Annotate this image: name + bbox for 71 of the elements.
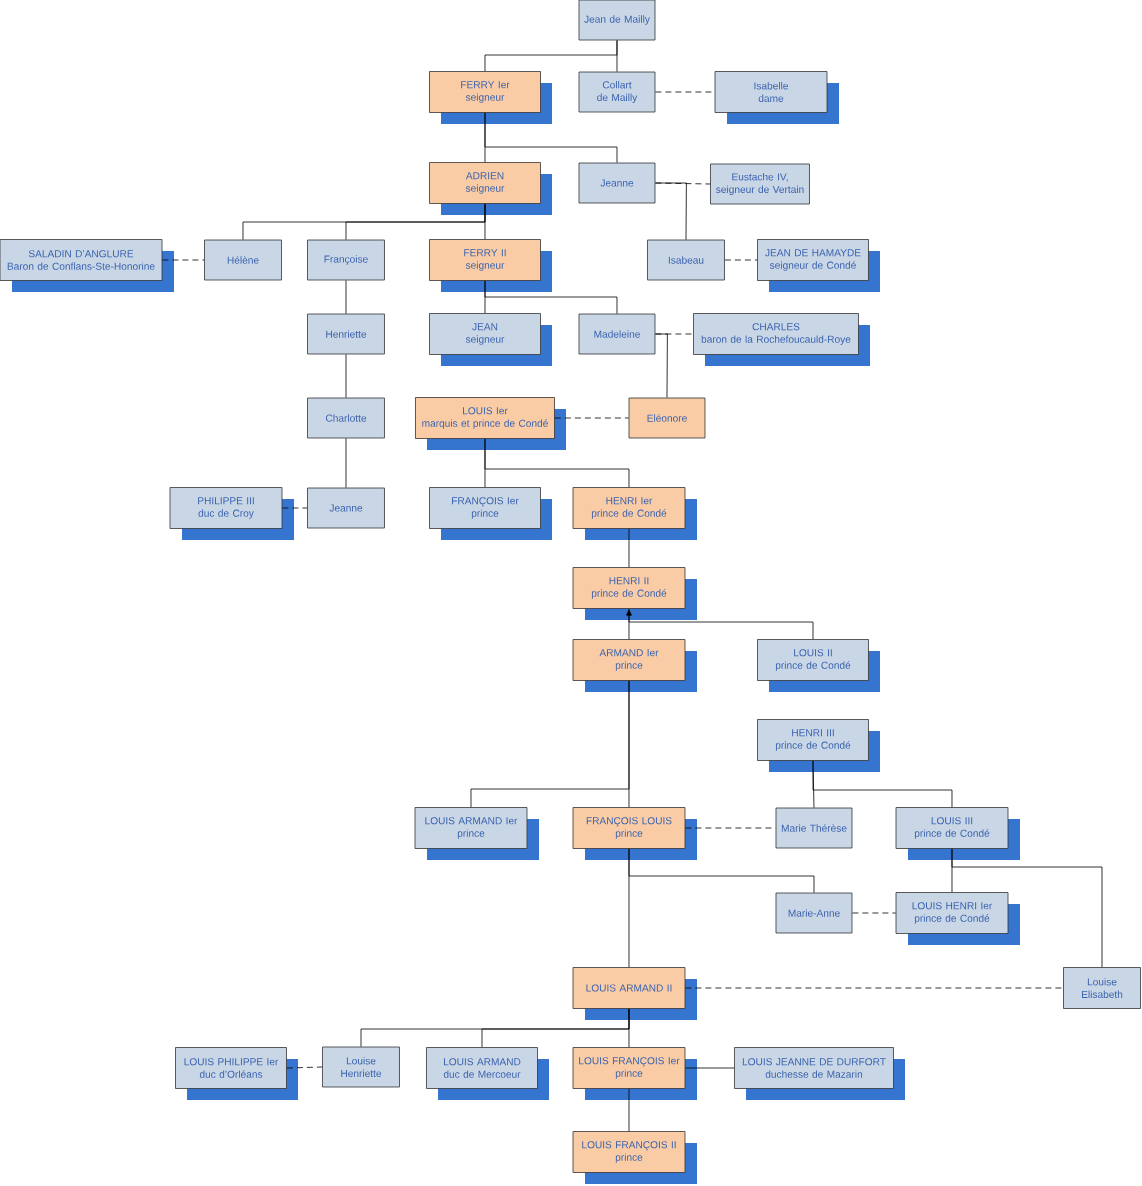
person-box: Hélène xyxy=(204,239,282,281)
person-box: Isabeau xyxy=(647,239,725,281)
person-box: Eustache IV, seigneur de Vertain xyxy=(710,163,810,205)
connector-line xyxy=(628,528,630,568)
person-box: Henriette xyxy=(307,313,385,355)
dashed-connector xyxy=(655,91,715,93)
person-box: Jeanne xyxy=(578,162,656,204)
person-box: Charlotte xyxy=(307,397,385,439)
person-box: HENRI II prince de Condé xyxy=(572,567,697,620)
person-box: Louise Elisabeth xyxy=(1063,967,1141,1009)
person-box: ADRIEN seigneur xyxy=(429,162,552,215)
person-box: Jean de Mailly xyxy=(578,0,656,41)
person-box: Madeleine xyxy=(578,313,656,355)
person-box: LOUIS JEANNE DE DURFORT duchesse de Mazarin xyxy=(734,1047,905,1100)
person-box: LOUIS ARMAND II xyxy=(572,967,697,1020)
dashed-connector xyxy=(554,417,629,419)
connector-line xyxy=(484,280,618,314)
person-box: Marie-Anne xyxy=(775,892,853,934)
person-box: LOUIS FRANÇOIS Ier prince xyxy=(572,1047,697,1100)
connector-line xyxy=(628,680,630,808)
person-box: LOUIS FRANÇOIS II prince xyxy=(572,1131,697,1184)
person-box: Marie Thérèse xyxy=(775,807,853,849)
connector-line xyxy=(345,280,347,314)
connector-line xyxy=(628,1088,630,1132)
person-box: LOUIS Ier marquis et prince de Condé xyxy=(415,397,566,450)
person-box: FRANÇOIS LOUIS prince xyxy=(572,807,697,860)
person-box: Françoise xyxy=(307,239,385,281)
person-box: LOUIS II prince de Condé xyxy=(757,639,880,692)
person-box: JEAN seigneur xyxy=(429,313,552,366)
person-box: Jeanne xyxy=(307,487,385,529)
person-box: LOUIS PHILIPPE Ier duc d’Orléans xyxy=(175,1047,298,1100)
person-box: Louise Henriette xyxy=(322,1046,400,1088)
dashed-connector xyxy=(685,987,1064,989)
connector-line xyxy=(628,1008,630,1048)
person-box: Isabelle dame xyxy=(714,71,839,124)
connector-line xyxy=(484,438,630,488)
connector-line xyxy=(484,112,618,163)
dashed-connector xyxy=(286,1066,323,1069)
person-box: Eléonore xyxy=(628,397,706,439)
person-box: LOUIS HENRI Ier prince de Condé xyxy=(895,892,1020,945)
dashed-connector xyxy=(724,259,758,261)
person-box: LOUIS ARMAND duc de Mercoeur xyxy=(426,1047,549,1100)
connector-line xyxy=(616,40,618,72)
dashed-connector xyxy=(282,507,308,509)
person-box: FERRY Ier seigneur xyxy=(429,71,552,124)
person-box: HENRI III prince de Condé xyxy=(757,719,880,772)
person-box: PHILIPPE III duc de Croy xyxy=(169,487,294,540)
person-box: SALADIN D’ANGLURE Baron de Conflans-Ste-Honorine xyxy=(0,239,174,292)
person-box: HENRI Ier prince de Condé xyxy=(572,487,697,540)
connector-line xyxy=(345,438,347,488)
person-box: Collart de Mailly xyxy=(578,71,656,113)
person-box: CHARLES baron de la Rochefoucauld-Roye xyxy=(693,313,870,366)
person-box: LOUIS III prince de Condé xyxy=(895,807,1020,860)
person-box: LOUIS ARMAND Ier prince xyxy=(414,807,539,860)
person-box: JEAN DE HAMAYDE seigneur de Condé xyxy=(757,239,880,292)
person-box: FRANÇOIS Ier prince xyxy=(429,487,552,540)
connector-line xyxy=(626,609,632,640)
connector-line xyxy=(685,1067,735,1069)
connector-line xyxy=(345,354,347,398)
connector-line xyxy=(812,760,953,808)
connector-line xyxy=(484,203,486,240)
connector-line xyxy=(628,608,814,640)
connector-line xyxy=(628,848,630,968)
connector-line xyxy=(655,333,668,398)
dashed-connector xyxy=(685,827,776,829)
dashed-connector xyxy=(162,259,205,261)
connector-line xyxy=(951,848,1103,968)
connector-line xyxy=(655,182,687,240)
person-box: ARMAND Ier prince xyxy=(572,639,697,692)
person-box: FERRY II seigneur xyxy=(429,239,552,292)
dashed-connector xyxy=(852,912,896,914)
